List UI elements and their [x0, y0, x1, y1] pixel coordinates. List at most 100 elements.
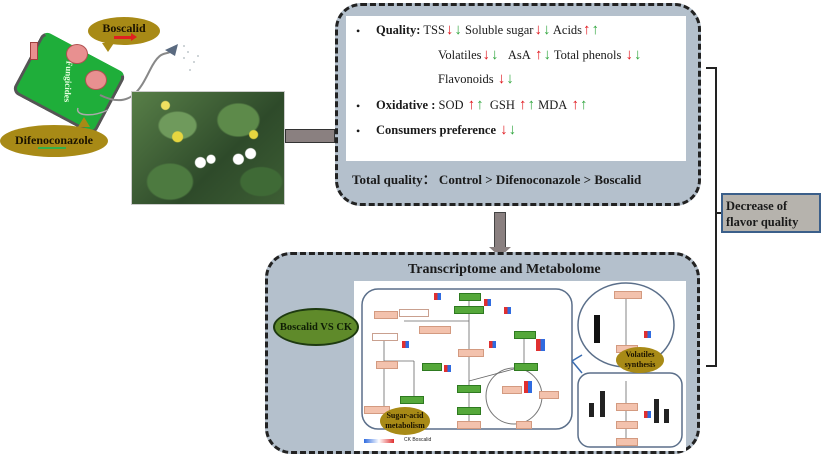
oxidative-label: Oxidative : [376, 98, 436, 112]
bracket-connector [706, 67, 717, 367]
oxidative-row: Oxidative : SOD ↑↑ GSH ↑↑ MDA ↑↑ [376, 98, 587, 113]
total-quality-ranking: Total quality： Control > Difenoconazole … [352, 172, 642, 187]
heatmap-cell [444, 365, 451, 372]
pathway-node [376, 361, 398, 369]
pathway-diagram: Sugar-acid metabolism Volatiles synthesi… [354, 281, 686, 451]
connector-lines [571, 354, 583, 374]
quality-list: • Quality: TSS↓↓ Soluble sugar↓↓ Acids↑↑… [346, 16, 686, 161]
color-scale-legend [364, 439, 394, 443]
quality-label: Quality: [376, 23, 421, 37]
quality-row-2: Volatiles↓↓ AsA ↑↓ Total phenols ↓↓ [438, 48, 642, 63]
heatmap-cell [484, 299, 491, 306]
bar-chart-mini [589, 403, 594, 417]
sprayer-knob-icon [66, 44, 88, 64]
boscalid-label: Boscalid [102, 21, 146, 35]
arrow-down-red-icon: ↓ [625, 47, 634, 63]
arrow-up-red-icon: ↑ [571, 97, 579, 113]
red-arrow-icon [114, 33, 137, 41]
pathway-region-1 [361, 288, 573, 430]
pathway-node [502, 386, 522, 394]
bracket-tick [715, 212, 721, 214]
legend-groups: CK Boscalid [404, 437, 432, 443]
difenoconazole-bubble: Difenoconazole [0, 117, 108, 157]
pathway-node [374, 311, 398, 319]
pathway-node [616, 438, 638, 446]
pathway-node [457, 385, 481, 393]
item-asa: AsA [507, 48, 531, 62]
omics-panel: Transcriptome and Metabolome [265, 252, 700, 454]
right-block-arrow [285, 122, 348, 148]
heatmap-cell [489, 341, 496, 348]
arrow-up-red-icon: ↑ [583, 22, 591, 38]
item-sod: SOD [438, 98, 464, 112]
bullet: • [356, 124, 361, 138]
pathway-node [400, 396, 424, 404]
bullet: • [356, 24, 361, 38]
arrow-down-red-icon: ↓ [497, 71, 506, 87]
pathway-node [457, 421, 481, 429]
tca-cycle [485, 367, 543, 425]
heatmap-cell [644, 411, 651, 418]
item-gsh: GSH [489, 98, 515, 112]
item-volatiles: Volatiles [438, 48, 482, 62]
spray-hose-icon [76, 44, 199, 116]
heatmap-cell [434, 293, 441, 300]
down-block-arrow [489, 212, 511, 257]
pathway-node [422, 363, 442, 371]
item-tss: TSS [423, 23, 445, 37]
arrow-down-red-icon: ↓ [445, 22, 454, 38]
heatmap-cell [536, 339, 545, 351]
arrow-up-green-icon: ↑ [476, 97, 484, 113]
arrow-up-red-icon: ↑ [467, 97, 476, 113]
volatiles-synthesis-label: Volatiles synthesis [616, 347, 664, 373]
strawberry-plants-photo [131, 91, 285, 205]
sprayer-illustration: Fungicides [0, 0, 200, 136]
arrow-up-red-icon: ↑ [534, 47, 543, 63]
item-acids: Acids [552, 23, 583, 37]
heatmap-cell [504, 307, 511, 314]
pathway-node [516, 421, 532, 429]
bar-chart-mini [594, 315, 600, 343]
quality-row-3: Flavonoids ↓↓ [438, 72, 514, 87]
item-mda: MDA [538, 98, 568, 112]
pathway-node [372, 333, 398, 341]
pathway-node [454, 306, 484, 314]
pathway-node [616, 403, 638, 411]
arrow-up-green-icon: ↑ [527, 97, 536, 113]
arrow-up-green-icon: ↑ [591, 22, 600, 38]
item-soluble-sugar: Soluble sugar [465, 23, 534, 37]
pathway-node [514, 363, 538, 371]
pathway-node [457, 407, 481, 415]
quality-row-1: Quality: TSS↓↓ Soluble sugar↓↓ Acids↑↑ [376, 23, 599, 38]
sugar-acid-label: Sugar-acid metabolism [380, 407, 430, 435]
arrow-down-red-icon: ↓ [534, 22, 542, 38]
bullet: • [356, 99, 361, 113]
pathway-node [458, 349, 484, 357]
pathway-node [459, 293, 481, 301]
bar-chart-mini [654, 399, 659, 423]
boscalid-vs-ck-label: Boscalid VS CK [273, 308, 359, 346]
pathway-node [514, 331, 536, 339]
heatmap-cell [524, 381, 532, 393]
arrow-down-green-icon: ↓ [454, 22, 462, 38]
sprayer-handle-icon [30, 42, 38, 60]
pathway-node [616, 421, 638, 429]
difenoconazole-label: Difenoconazole [15, 133, 93, 147]
omics-title: Transcriptome and Metabolome [408, 262, 601, 277]
consumers-label: Consumers preference [376, 123, 496, 137]
consumers-row: Consumers preference ↓↓ [376, 123, 516, 138]
item-total-phenols: Total phenols [553, 48, 622, 62]
quality-summary-panel: • Quality: TSS↓↓ Soluble sugar↓↓ Acids↑↑… [335, 3, 701, 206]
arrow-down-green-icon: ↓ [491, 47, 499, 63]
pathway-region-3 [577, 372, 683, 448]
arrow-down-red-icon: ↓ [500, 122, 508, 138]
bar-chart-mini [664, 409, 669, 423]
arrow-down-green-icon: ↓ [543, 47, 551, 63]
arrow-down-green-icon: ↓ [508, 122, 517, 138]
sprayer-knob-icon [85, 70, 107, 90]
boscalid-bubble: Boscalid [88, 17, 160, 52]
arrow-down-green-icon: ↓ [634, 47, 642, 63]
pathway-node [539, 391, 559, 399]
heatmap-cell [644, 331, 651, 338]
arrow-down-green-icon: ↓ [506, 71, 514, 87]
